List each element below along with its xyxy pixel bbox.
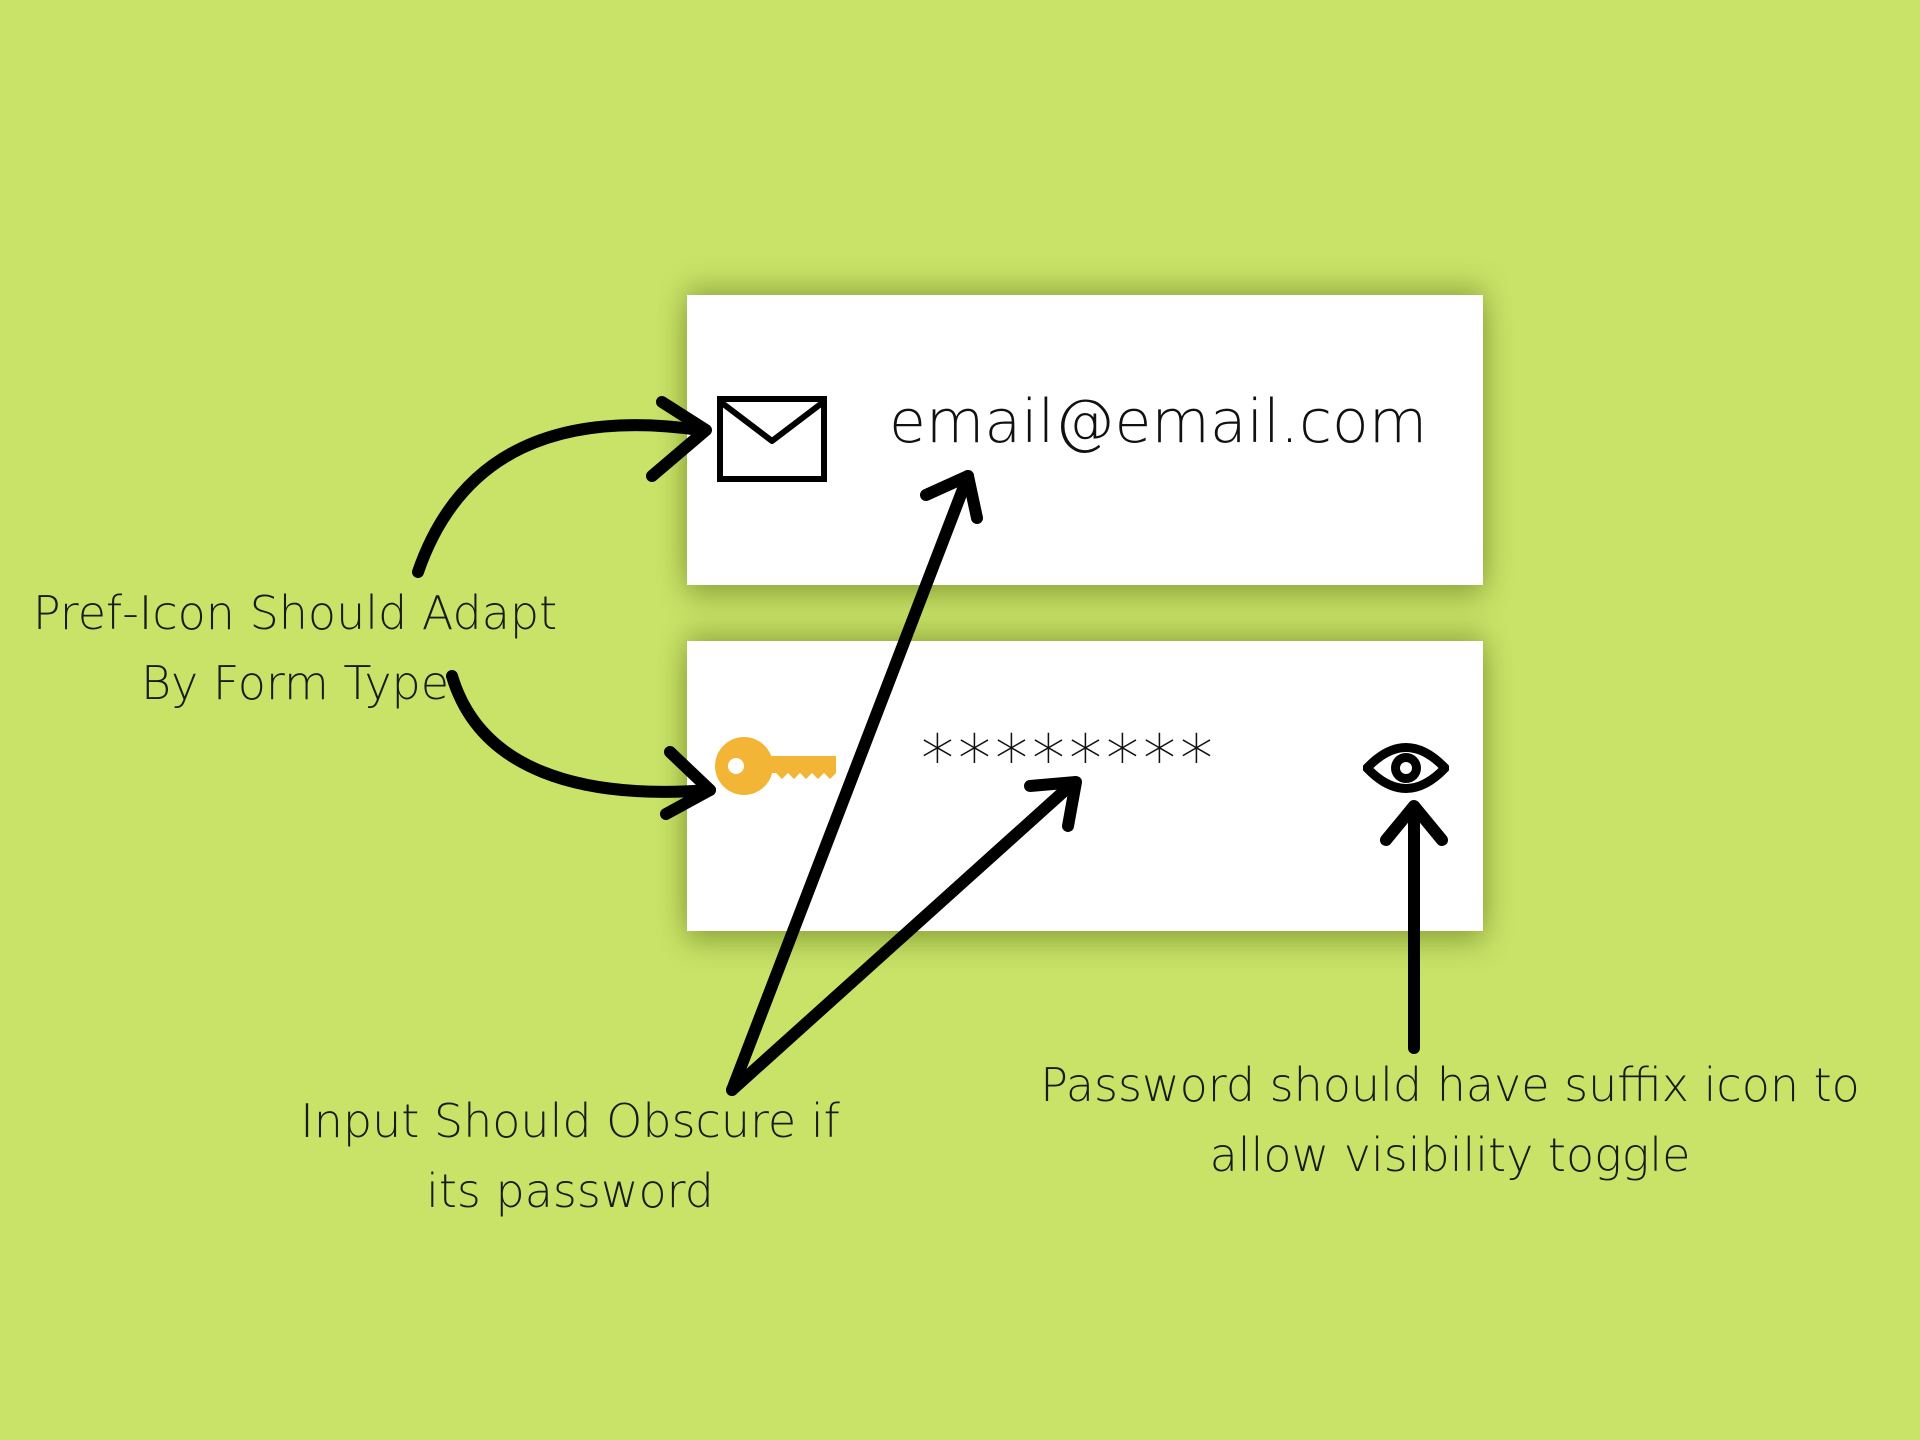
obscure-annotation-line-2: its password	[426, 1164, 714, 1218]
suffix-annotation-line-1: Password should have suffix icon to	[1040, 1058, 1860, 1112]
obscure-annotation-line-1: Input Should Obscure if	[300, 1094, 840, 1148]
suffix-annotation-line-2: allow visibility toggle	[1209, 1128, 1691, 1182]
key-icon	[715, 737, 836, 795]
password-field[interactable]: ********	[687, 641, 1483, 931]
password-input-value[interactable]: ********	[921, 721, 1217, 798]
email-input-value[interactable]: email@email.com	[889, 387, 1428, 457]
prefix-annotation-line-2: By Form Type	[140, 656, 450, 710]
mail-icon	[717, 396, 827, 482]
obscure-annotation: Input Should Obscure if its password	[290, 1086, 850, 1226]
suffix-icon-annotation: Password should have suffix icon to allo…	[1030, 1050, 1870, 1190]
eye-icon[interactable]	[1363, 739, 1449, 797]
arrow-to-mail-icon	[412, 419, 706, 578]
prefix-annotation-line-1: Pref-Icon Should Adapt	[32, 586, 558, 640]
email-field[interactable]: email@email.com	[687, 295, 1483, 585]
prefix-icon-annotation: Pref-Icon Should Adapt By Form Type	[20, 578, 570, 718]
